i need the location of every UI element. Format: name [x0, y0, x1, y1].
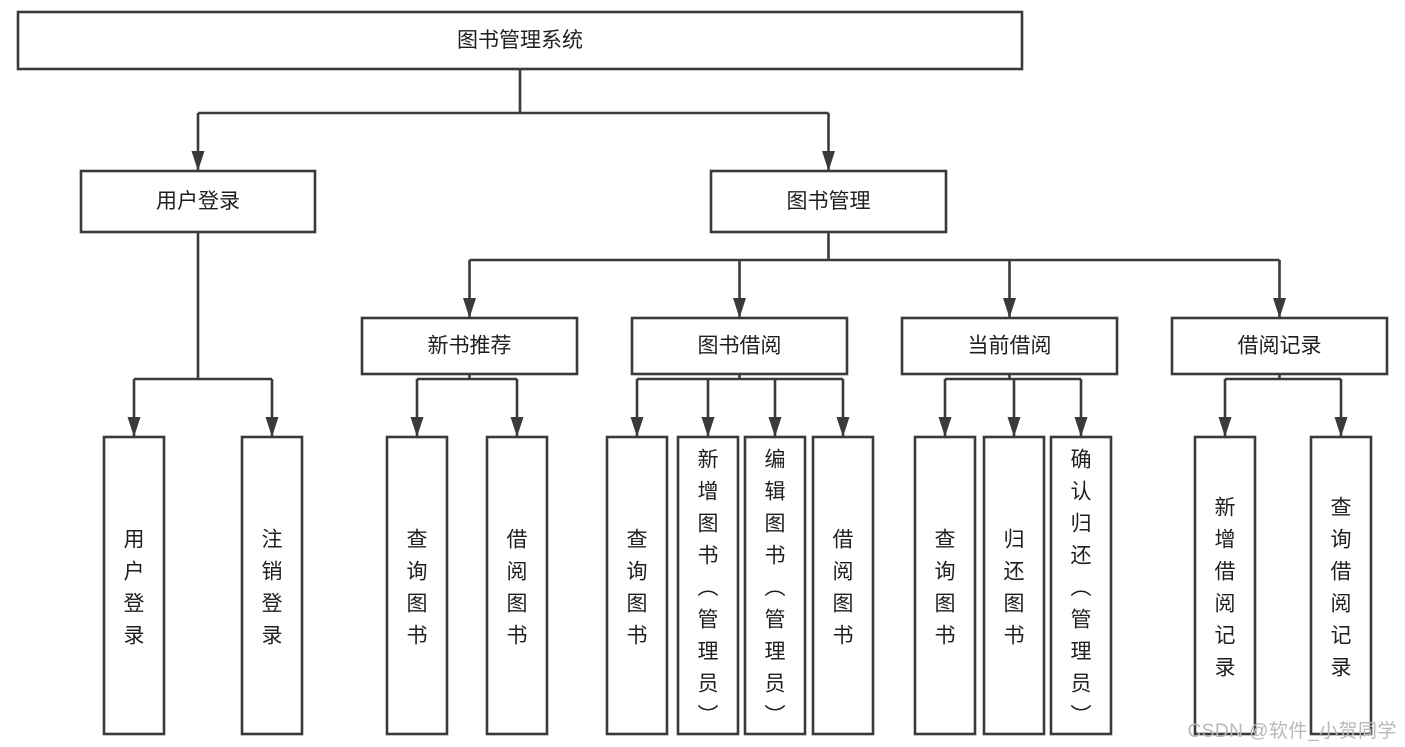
- node-leaf-return-book[interactable]: 归还图书: [982, 435, 1046, 736]
- arrow-head-icon: [1273, 298, 1286, 318]
- arrow-head-icon: [836, 417, 850, 437]
- arrow-head-icon: [630, 417, 644, 437]
- node-box-leaf-edit-book[interactable]: [743, 435, 807, 736]
- node-label-leaf-query-book-recommend: 查询图书: [407, 528, 428, 647]
- node-leaf-user-login[interactable]: 用户登录: [102, 435, 166, 736]
- node-box-leaf-borrow-book-recommend[interactable]: [485, 435, 549, 736]
- node-box-new-book-recommend[interactable]: [360, 316, 579, 376]
- node-box-book-borrow[interactable]: [630, 316, 849, 376]
- arrow-head-icon: [733, 298, 746, 318]
- node-leaf-query-book-recommend[interactable]: 查询图书: [385, 435, 449, 736]
- arrow-head-icon: [1007, 417, 1021, 437]
- arrow-head-icon: [701, 417, 715, 437]
- node-label-leaf-borrow-book-recommend: 借阅图书: [507, 528, 528, 647]
- node-box-leaf-query-book-current[interactable]: [913, 435, 977, 736]
- node-label-new-book-recommend: 新书推荐: [428, 335, 512, 358]
- node-box-user-login[interactable]: [79, 169, 317, 234]
- node-label-leaf-user-login: 用户登录: [124, 528, 145, 647]
- arrow-head-icon: [822, 151, 835, 171]
- node-label-leaf-query-book-current: 查询图书: [935, 528, 956, 647]
- nodes-layer: 图书管理系统用户登录图书管理新书推荐图书借阅当前借阅借阅记录用户登录注销登录查询…: [16, 10, 1389, 736]
- node-label-leaf-borrow-book: 借阅图书: [833, 528, 854, 647]
- arrow-head-icon: [768, 417, 782, 437]
- edge-group-root: [191, 69, 835, 171]
- arrow-head-icon: [1003, 298, 1016, 318]
- node-label-leaf-edit-book: 编辑图书︵管理员︶: [765, 448, 786, 727]
- node-new-book-recommend[interactable]: 新书推荐: [360, 316, 579, 376]
- node-box-leaf-add-book[interactable]: [676, 435, 740, 736]
- node-label-user-login: 用户登录: [156, 190, 240, 213]
- node-label-borrow-records: 借阅记录: [1238, 335, 1322, 358]
- node-borrow-records[interactable]: 借阅记录: [1170, 316, 1389, 376]
- node-label-leaf-confirm-return: 确认归还︵管理员︶: [1071, 448, 1092, 727]
- node-box-leaf-confirm-return[interactable]: [1049, 435, 1113, 736]
- node-box-leaf-add-borrow-record[interactable]: [1193, 435, 1257, 736]
- arrow-head-icon: [463, 298, 476, 318]
- node-book-borrow[interactable]: 图书借阅: [630, 316, 849, 376]
- edge-group-new-book-recommend: [410, 374, 524, 437]
- node-user-login[interactable]: 用户登录: [79, 169, 317, 234]
- node-box-leaf-borrow-book[interactable]: [811, 435, 875, 736]
- node-box-leaf-query-book-recommend[interactable]: [385, 435, 449, 736]
- node-leaf-query-borrow-record[interactable]: 查询借阅记录: [1309, 435, 1373, 736]
- arrow-head-icon: [1334, 417, 1348, 437]
- arrow-head-icon: [410, 417, 424, 437]
- node-root[interactable]: 图书管理系统: [16, 10, 1024, 71]
- edge-group-borrow-records: [1218, 374, 1348, 437]
- arrow-head-icon: [1218, 417, 1232, 437]
- node-box-leaf-query-borrow-record[interactable]: [1309, 435, 1373, 736]
- node-box-root[interactable]: [16, 10, 1024, 71]
- node-label-root: 图书管理系统: [457, 29, 583, 52]
- node-box-leaf-logout-login[interactable]: [240, 435, 304, 736]
- arrow-head-icon: [127, 417, 141, 437]
- node-leaf-add-borrow-record[interactable]: 新增借阅记录: [1193, 435, 1257, 736]
- node-label-book-borrow: 图书借阅: [698, 335, 782, 358]
- arrow-head-icon: [1074, 417, 1088, 437]
- node-box-leaf-query-book-borrow[interactable]: [605, 435, 669, 736]
- arrow-head-icon: [265, 417, 279, 437]
- node-leaf-query-book-current[interactable]: 查询图书: [913, 435, 977, 736]
- watermark-text: CSDN @软件_小贺同学: [1187, 721, 1397, 742]
- edge-group-book-management: [463, 232, 1286, 318]
- node-leaf-logout-login[interactable]: 注销登录: [240, 435, 304, 736]
- node-label-leaf-add-borrow-record: 新增借阅记录: [1215, 496, 1236, 679]
- node-leaf-borrow-book[interactable]: 借阅图书: [811, 435, 875, 736]
- node-label-leaf-return-book: 归还图书: [1004, 528, 1025, 647]
- node-current-borrow[interactable]: 当前借阅: [900, 316, 1119, 376]
- node-box-leaf-return-book[interactable]: [982, 435, 1046, 736]
- node-box-current-borrow[interactable]: [900, 316, 1119, 376]
- node-book-management[interactable]: 图书管理: [709, 169, 948, 234]
- node-leaf-confirm-return[interactable]: 确认归还︵管理员︶: [1049, 435, 1113, 736]
- node-box-borrow-records[interactable]: [1170, 316, 1389, 376]
- node-label-leaf-query-borrow-record: 查询借阅记录: [1331, 496, 1352, 679]
- node-label-leaf-logout-login: 注销登录: [262, 528, 283, 647]
- edge-group-current-borrow: [938, 374, 1088, 437]
- node-box-leaf-user-login[interactable]: [102, 435, 166, 736]
- node-leaf-edit-book[interactable]: 编辑图书︵管理员︶: [743, 435, 807, 736]
- node-label-leaf-query-book-borrow: 查询图书: [627, 528, 648, 647]
- edges-layer: [127, 69, 1348, 437]
- node-leaf-query-book-borrow[interactable]: 查询图书: [605, 435, 669, 736]
- arrow-head-icon: [510, 417, 524, 437]
- node-box-book-management[interactable]: [709, 169, 948, 234]
- arrow-head-icon: [191, 151, 205, 171]
- edge-group-user-login: [127, 232, 279, 437]
- arrow-head-icon: [938, 417, 952, 437]
- node-label-book-management: 图书管理: [787, 190, 871, 213]
- node-leaf-add-book[interactable]: 新增图书︵管理员︶: [676, 435, 740, 736]
- node-label-leaf-add-book: 新增图书︵管理员︶: [698, 448, 719, 727]
- node-leaf-borrow-book-recommend[interactable]: 借阅图书: [485, 435, 549, 736]
- edge-group-book-borrow: [630, 374, 850, 437]
- node-label-current-borrow: 当前借阅: [968, 335, 1052, 358]
